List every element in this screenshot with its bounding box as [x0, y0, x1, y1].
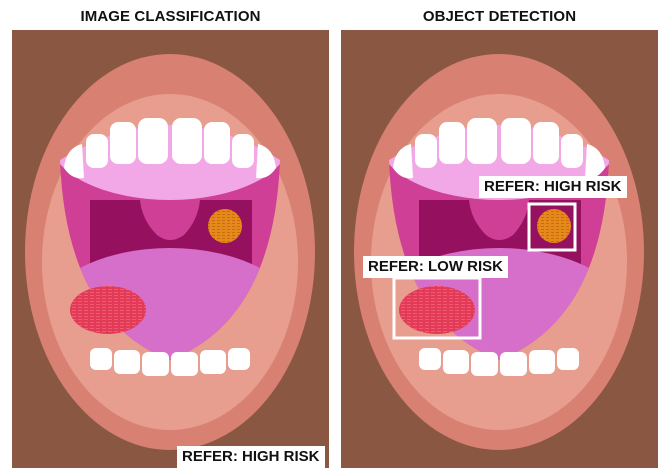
lesion-high-risk — [537, 209, 571, 243]
detection-label-high-risk: REFER: HIGH RISK — [479, 176, 627, 198]
classification-result-label: REFER: HIGH RISK — [177, 446, 325, 468]
mouth-illustration-detection — [341, 30, 658, 468]
lesion-low-risk — [70, 286, 146, 334]
panel-title-object-detection: OBJECT DETECTION — [341, 8, 658, 25]
panel-title-image-classification: IMAGE CLASSIFICATION — [12, 8, 329, 25]
lesion-high-risk — [208, 209, 242, 243]
lesion-low-risk — [399, 286, 475, 334]
mouth-illustration-classification — [12, 30, 329, 468]
detection-label-low-risk: REFER: LOW RISK — [363, 256, 508, 278]
